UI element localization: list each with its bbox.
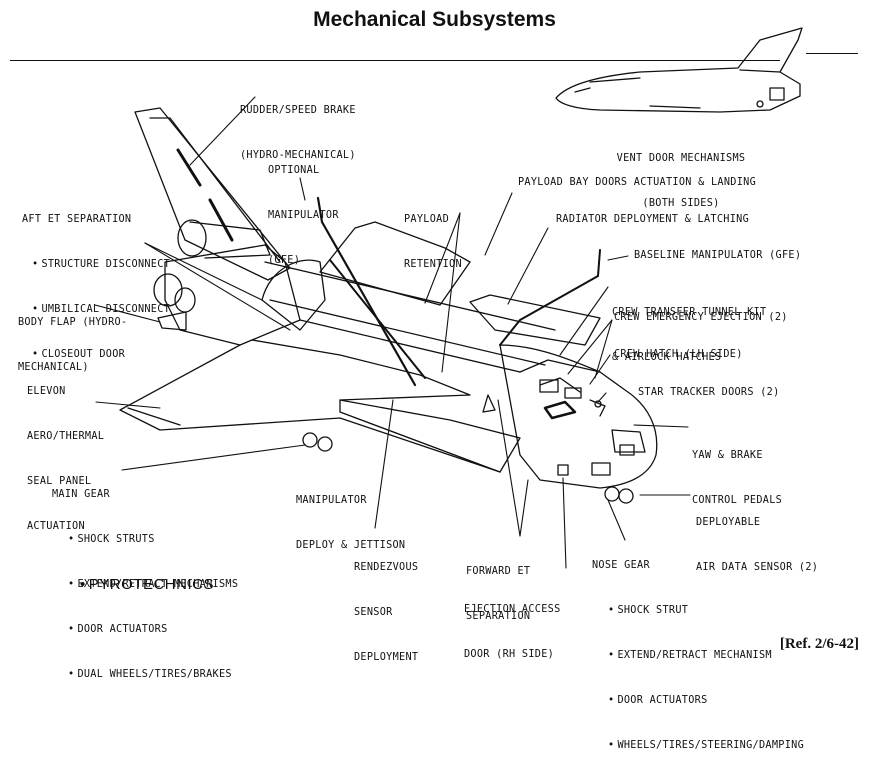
label-line: (BOTH SIDES) (642, 198, 720, 209)
label-item: CLOSEOUT DOOR (22, 347, 170, 362)
label-star-tracker: STAR TRACKER DOORS (2) (638, 387, 780, 398)
reference-note: [Ref. 2/6-42] (779, 636, 859, 652)
orbiter-cutaway (119, 107, 658, 504)
label-line: & AIRLOCK HATCHES (612, 352, 722, 363)
label-line: (GFE) (268, 255, 301, 266)
label-line: AERO/THERMAL (27, 431, 105, 442)
label-line: CREW TRANSFER TUNNEL KIT (612, 307, 767, 318)
label-line: DOOR (RH SIDE) (464, 649, 555, 660)
label-line: DEPLOYMENT (354, 652, 419, 663)
label-radiator: RADIATOR DEPLOYMENT & LATCHING (556, 214, 750, 225)
label-aft-et-separation: AFT ET SEPARATION STRUCTURE DISCONNECT U… (22, 182, 170, 377)
label-heading: AFT ET SEPARATION (22, 214, 132, 225)
label-item: DOOR ACTUATORS (52, 622, 238, 637)
label-line: BODY FLAP (HYDRO- (18, 317, 128, 328)
label-pyrotechnics: PYROTECHNICS (80, 576, 214, 593)
label-line: PAYLOAD (404, 214, 450, 225)
label-deployable-air-data: DEPLOYABLE AIR DATA SENSOR (2) (696, 485, 818, 590)
label-forward-et: FORWARD ET SEPARATION (466, 534, 530, 639)
label-item: STRUCTURE DISCONNECT (22, 257, 170, 272)
label-line: SEPARATION (466, 611, 531, 622)
label-line: RUDDER/SPEED BRAKE (240, 105, 356, 116)
label-line: AIR DATA SENSOR (2) (696, 562, 819, 573)
orbiter-side-view (555, 27, 803, 113)
label-item: DOOR ACTUATORS (592, 693, 804, 708)
label-item: DUAL WHEELS/TIRES/BRAKES (52, 667, 238, 682)
label-item: SHOCK STRUT (592, 603, 804, 618)
label-item: UMBILICAL DISCONNECT (22, 302, 170, 317)
label-line: SENSOR (354, 607, 393, 618)
label-rendezvous-sensor: RENDEZVOUS SENSOR DEPLOYMENT (354, 530, 418, 680)
label-baseline-manipulator: BASELINE MANIPULATOR (GFE) (634, 250, 802, 261)
label-nose-gear: NOSE GEAR SHOCK STRUT EXTEND/RETRACT MEC… (592, 528, 804, 768)
label-item: EXTEND/RETRACT MECHANISM (592, 648, 804, 663)
label-line: CONTROL PEDALS (692, 495, 783, 506)
label-item: WHEELS/TIRES/STEERING/DAMPING (592, 738, 804, 753)
label-body-flap: BODY FLAP (HYDRO- MECHANICAL) (18, 285, 127, 390)
label-crew-transfer: CREW TRANSFER TUNNEL KIT & AIRLOCK HATCH… (612, 275, 766, 380)
label-ejection-access: EJECTION ACCESS DOOR (RH SIDE) (464, 572, 561, 677)
label-line: (HYDRO-MECHANICAL) (240, 150, 356, 161)
title-rule-left (10, 60, 780, 61)
label-line: MANIPULATOR (296, 495, 367, 506)
page-title: Mechanical Subsystems (313, 8, 556, 31)
label-elevon: ELEVON AERO/THERMAL SEAL PANEL ACTUATION (27, 354, 104, 549)
label-manipulator-deploy: MANIPULATOR DEPLOY & JETTISON (296, 463, 405, 568)
label-line: ACTUATION (27, 521, 85, 532)
label-line: ELEVON (27, 386, 66, 397)
label-heading: NOSE GEAR (592, 560, 650, 571)
label-vent-door: VENT DOOR MECHANISMS (BOTH SIDES) (606, 121, 756, 226)
label-line: EJECTION ACCESS (464, 604, 561, 615)
label-crew-emergency-ejection: CREW EMERGENCY EJECTION (2) (614, 312, 788, 323)
label-line: RETENTION (404, 259, 462, 270)
title-rule-right (806, 53, 858, 54)
label-line: DEPLOYABLE (696, 517, 761, 528)
orbiter-cutaway-illustration (94, 27, 803, 569)
label-line: YAW & BRAKE (692, 450, 763, 461)
label-line: MANIPULATOR (268, 210, 339, 221)
label-line: FORWARD ET (466, 566, 531, 577)
label-line: VENT DOOR MECHANISMS (616, 153, 746, 164)
label-line: MECHANICAL) (18, 362, 89, 373)
label-line: RENDEZVOUS (354, 562, 419, 573)
label-crew-hatch: CREW HATCH (LH SIDE) (614, 349, 743, 360)
label-line: SEAL PANEL (27, 476, 92, 487)
label-rudder-speed-brake: RUDDER/SPEED BRAKE (HYDRO-MECHANICAL) (240, 73, 356, 178)
label-item: SHOCK STRUTS (52, 532, 238, 547)
label-line: OPTIONAL (268, 165, 320, 176)
label-yaw-brake: YAW & BRAKE CONTROL PEDALS (692, 418, 782, 523)
label-heading: MAIN GEAR (52, 489, 110, 500)
label-payload-bay-doors: PAYLOAD BAY DOORS ACTUATION & LANDING (518, 177, 757, 188)
label-optional-manipulator: OPTIONAL MANIPULATOR (GFE) (268, 133, 339, 283)
label-payload-retention: PAYLOAD RETENTION (404, 182, 462, 287)
label-line: DEPLOY & JETTISON (296, 540, 406, 551)
